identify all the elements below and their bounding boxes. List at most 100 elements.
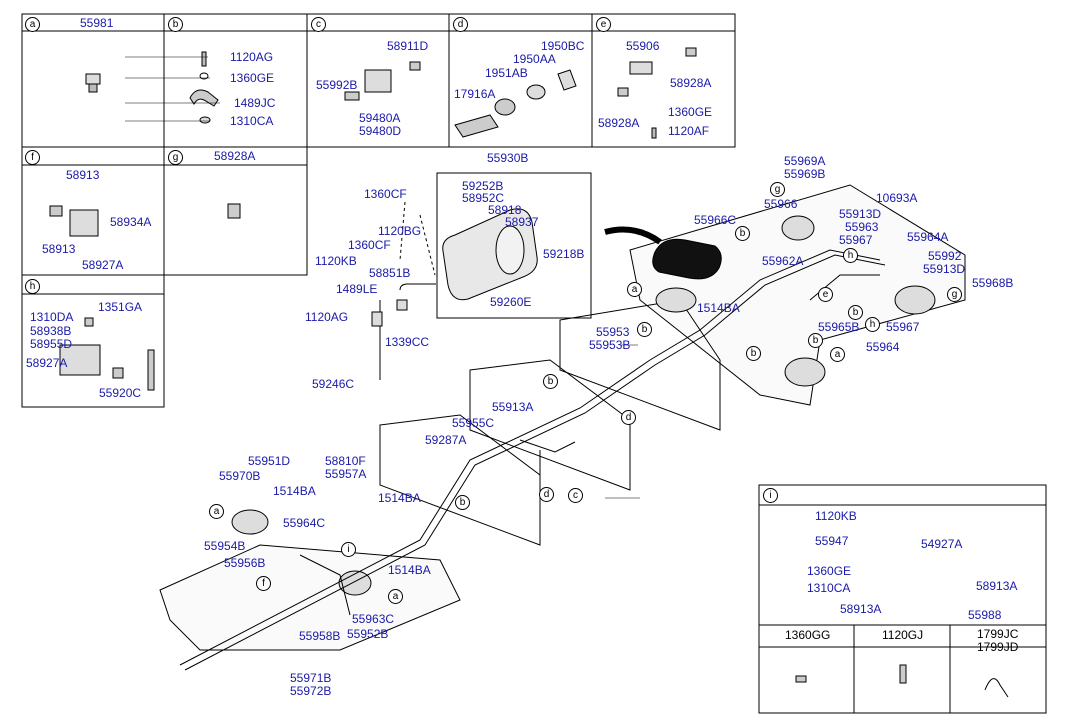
part-number: 58955D xyxy=(30,337,73,351)
part-number: 55952B xyxy=(347,627,389,641)
callout-d: d xyxy=(453,17,468,32)
part-number: 55969A xyxy=(784,154,826,168)
callout-b: b xyxy=(808,333,823,348)
part-number: 55967 xyxy=(886,320,920,334)
part-number: 55965B xyxy=(818,320,860,334)
part-number: 55972B xyxy=(290,684,332,698)
callout-g: g xyxy=(770,182,785,197)
part-number: 55920C xyxy=(99,386,142,400)
part-number: 1489JC xyxy=(234,96,276,110)
part-number: 1799JD xyxy=(977,640,1019,654)
part-number: 55969B xyxy=(784,167,826,181)
part-number: 59287A xyxy=(425,433,467,447)
part-number: 1360CF xyxy=(348,238,391,252)
part-number: 1360GE xyxy=(230,71,275,85)
part-number: 1120AF xyxy=(668,124,710,138)
part-number: 59260E xyxy=(490,295,532,309)
part-number: 55970B xyxy=(219,469,261,483)
part-number: 58911D xyxy=(387,39,429,53)
part-number: 1514BA xyxy=(388,563,431,577)
callout-d: d xyxy=(539,487,554,502)
part-number: 1514BA xyxy=(273,484,316,498)
part-number: 55951D xyxy=(248,454,291,468)
part-number: 1951AB xyxy=(485,66,528,80)
part-number: 55964A xyxy=(907,230,949,244)
part-number: 1360CF xyxy=(364,187,407,201)
part-number: 1950BC xyxy=(541,39,585,53)
callout-h: h xyxy=(25,279,40,294)
callout-c: c xyxy=(568,488,583,503)
part-number: 1950AA xyxy=(513,52,556,66)
tank-box xyxy=(436,172,592,319)
part-number: 1514BA xyxy=(378,491,421,505)
part-number: 1310CA xyxy=(230,114,274,128)
part-number: 58913A xyxy=(976,579,1018,593)
part-number: 58927A xyxy=(26,356,68,370)
part-number: 55963 xyxy=(845,220,879,234)
part-number: 55953B xyxy=(589,338,631,352)
callout-f: f xyxy=(25,150,40,165)
callout-a: a xyxy=(25,17,40,32)
part-number: 1351GA xyxy=(98,300,143,314)
callout-g: g xyxy=(947,287,962,302)
part-number: 58913A xyxy=(840,602,882,616)
part-number: 55957A xyxy=(325,467,367,481)
part-number: 55968B xyxy=(972,276,1014,290)
callout-b: b xyxy=(543,374,558,389)
callout-e: e xyxy=(818,287,833,302)
part-number: 59480D xyxy=(359,124,402,138)
panel-i xyxy=(758,484,1047,714)
part-number: 58938B xyxy=(30,324,72,338)
part-number: 58934A xyxy=(110,215,152,229)
part-number: 55913A xyxy=(492,400,534,414)
part-number: 59480A xyxy=(359,111,401,125)
callout-d: d xyxy=(621,410,636,425)
part-number: 55988 xyxy=(968,608,1002,622)
part-number: 1514BA xyxy=(697,301,740,315)
part-number: 1120AG xyxy=(230,50,274,64)
part-number: 58928A xyxy=(670,76,712,90)
callout-i: i xyxy=(763,488,778,503)
part-number: 55906 xyxy=(626,39,660,53)
part-number: 55992 xyxy=(928,249,962,263)
part-number: 55966 xyxy=(764,197,798,211)
part-number: 58952C xyxy=(462,191,505,205)
callout-a: a xyxy=(388,589,403,604)
part-number: 55958B xyxy=(299,629,341,643)
part-number: 55953 xyxy=(596,325,630,339)
part-number: 10693A xyxy=(876,191,918,205)
part-number: 1339CC xyxy=(385,335,430,349)
part-number: 58913 xyxy=(66,168,100,182)
part-number: 55913D xyxy=(839,207,882,221)
part-number: 1120KB xyxy=(315,254,357,268)
part-number: 59246C xyxy=(312,377,355,391)
part-number: 55992B xyxy=(316,78,358,92)
part-number: 55964 xyxy=(866,340,900,354)
callout-g: g xyxy=(168,150,183,165)
part-number: 58928A xyxy=(214,149,256,163)
callout-b: b xyxy=(455,495,470,510)
part-number: 17916A xyxy=(454,87,496,101)
callout-c: c xyxy=(311,17,326,32)
callout-i: i xyxy=(341,542,356,557)
part-number: 1120BG xyxy=(378,224,422,238)
part-number: 58937 xyxy=(505,215,539,229)
callout-e: e xyxy=(596,17,611,32)
part-number: 55947 xyxy=(815,534,849,548)
part-number: 59252B xyxy=(462,179,504,193)
callout-b: b xyxy=(637,322,652,337)
part-number: 55981 xyxy=(80,16,114,30)
part-number: 55913D xyxy=(923,262,966,276)
part-number: 55964C xyxy=(283,516,326,530)
callout-f: f xyxy=(256,576,271,591)
part-number: 59218B xyxy=(543,247,585,261)
part-number: 55967 xyxy=(839,233,873,247)
part-number: 58810F xyxy=(325,454,366,468)
callout-b: b xyxy=(168,17,183,32)
part-number: 55954B xyxy=(204,539,246,553)
panel-h xyxy=(21,274,165,408)
callout-b: b xyxy=(848,305,863,320)
part-number: 1120KB xyxy=(815,509,857,523)
part-number: 58927A xyxy=(82,258,124,272)
